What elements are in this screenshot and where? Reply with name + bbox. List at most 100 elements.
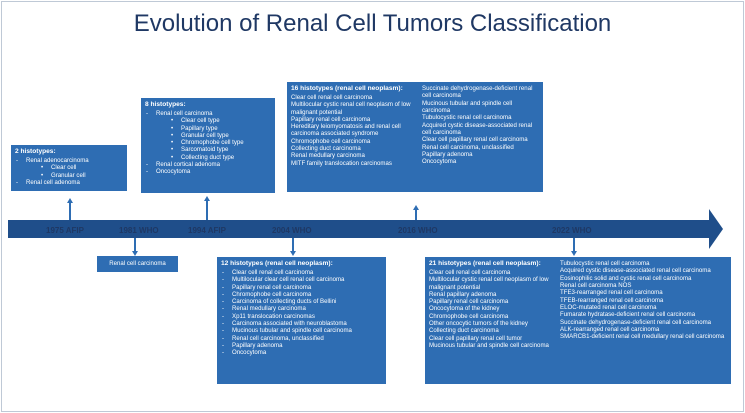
box-2022-item: Oncocytoma of the kidney [429,305,500,313]
box-2016-item: Clear cell renal cell carcinoma [291,93,373,101]
box-1975-item: Granular cell [15,172,123,180]
box-2004-item: Clear cell renal cell carcinoma [221,269,382,277]
box-1975-item: Renal cell adenoma [15,179,123,187]
box-2022-item: TFEB-rearranged renal cell carcinoma [560,296,664,304]
box-2004-item: Renal medullary carcinoma [221,305,382,313]
connector-1975 [69,202,71,220]
box-2016-column-1: 16 histotypes (renal cell neoplasm): Cle… [291,85,416,189]
box-2016-item: Clear cell papillary renal cell carcinom… [422,136,528,144]
timeline-arrowhead [709,209,723,249]
box-1981-text: Renal cell carcinoma [109,260,166,267]
box-1994-item: Collecting duct type [145,154,271,162]
box-2022-column-1: 21 histotypes (renal cell neoplasm): Cle… [429,260,554,381]
connector-2022 [573,238,575,252]
box-2016-item: Tubulocystic renal cell carcinoma [422,114,512,122]
box-2022-item: ELOC-mutated renal cell carcinoma [560,303,657,311]
box-2022-item: Papillary renal cell carcinoma [429,298,509,306]
box-2016-item: Renal cell carcinoma, unclassified [422,143,514,151]
box-1994-item: Papillary type [145,125,271,133]
box-2022-item: Eosinophilic solid and cystic renal cell… [560,274,692,282]
box-1975-item: Clear cell [15,164,123,172]
box-2004-who: 12 histotypes (renal cell neoplasm): Cle… [217,257,386,384]
box-2016-column-2: Succinate dehydrogenase-deficient renal … [422,85,539,189]
box-2016-item: Papillary renal cell carcinoma [291,115,371,123]
box-2022-item: Tubulocystic renal cell carcinoma [560,260,650,267]
box-2004-item: Mucinous tubular and spindle cell carcin… [221,327,382,335]
box-1994-item: Renal cortical adenoma [145,161,271,169]
box-2016-item: Oncocytoma [422,158,457,166]
connector-1981 [134,238,136,252]
box-1994-item: Clear cell type [145,117,271,125]
year-label-1994: 1994 AFIP [188,226,226,235]
box-2022-who: 21 histotypes (renal cell neoplasm): Cle… [425,257,731,384]
box-2022-item: Clear cell papillary renal cell tumor [429,334,523,342]
box-1994-heading: 8 histotypes: [145,101,186,108]
arrow-tip-1994 [204,196,210,201]
arrow-tip-1975 [67,198,73,203]
connector-2016 [415,209,417,220]
year-label-1975: 1975 AFIP [46,226,84,235]
box-1975-item: Renal adenocarcinoma [15,157,123,165]
year-label-2022: 2022 WHO [552,226,592,235]
box-2016-item: Acquired cystic disease-associated renal… [422,121,533,136]
page-title: Evolution of Renal Cell Tumors Classific… [133,10,612,37]
box-2022-item: Other oncocytic tumors of the kidney [429,320,528,328]
box-2016-heading: 16 histotypes (renal cell neoplasm): [291,85,403,92]
box-2022-item: Succinate dehydrogenase-deficient renal … [560,318,712,326]
box-1975-afip: 2 histotypes: Renal adenocarcinoma Clear… [11,145,127,191]
box-2022-heading: 21 histotypes (renal cell neoplasm): [429,260,541,267]
connector-1994 [206,200,208,220]
box-1994-item: Sarcomatoid type [145,146,271,154]
box-1994-item: Renal cell carcinoma [145,110,271,118]
box-1994-item: Oncocytoma [145,168,271,176]
box-2004-item: Carcinoma associated with neuroblastoma [221,320,382,328]
box-2016-who: 16 histotypes (renal cell neoplasm): Cle… [287,82,543,192]
box-2004-item: Papillary renal cell carcinoma [221,284,382,292]
connector-2004 [292,238,294,252]
box-2016-item: Collecting duct carcinoma [291,145,361,153]
box-2004-item: Xp11 translocation carcinomas [221,313,382,321]
box-2022-item: Acquired cystic disease-associated renal… [560,267,711,275]
box-1994-item: Chromophobe cell type [145,139,271,147]
box-2016-item: MITF family translocation carcinomas [291,159,392,167]
box-2022-item: Renal cell carcinoma NOS [560,281,632,289]
arrow-tip-2004 [290,251,296,256]
box-2004-item: Multilocular clear cell renal cell carci… [221,276,382,284]
year-label-2004: 2004 WHO [272,226,312,235]
box-2004-item: Chromophobe cell carcinoma [221,291,382,299]
box-2004-item: Carcinoma of collecting ducts of Bellini [221,298,382,306]
box-2004-item: Papillary adenoma [221,342,382,350]
box-2016-item: Multilocular cystic renal cell neoplasm … [291,101,411,116]
box-2022-item: Multilocular cystic renal cell neoplasm … [429,276,549,291]
box-2016-item: Chromophobe cell carcinoma [291,137,371,145]
box-1994-item: Granular cell type [145,132,271,140]
box-2016-item: Mucinous tubular and spindle cell carcin… [422,99,513,114]
box-2022-item: Fumarate hydratase-deficient renal cell … [560,311,696,319]
box-2022-item: Renal papillary adenoma [429,290,497,298]
box-2022-item: Chromophobe cell carcinoma [429,312,509,320]
year-label-2016: 2016 WHO [398,226,438,235]
year-label-1981: 1981 WHO [119,226,159,235]
box-2016-item: Papillary adenoma [422,150,473,158]
box-2022-item: SMARCB1-deficient renal cell medullary r… [560,333,725,341]
arrow-tip-2016 [413,205,419,210]
timeline-bar [8,220,712,238]
box-2022-column-2: Tubulocystic renal cell carcinoma Acquir… [560,260,727,381]
box-2022-item: Clear cell renal cell carcinoma [429,268,511,276]
arrow-tip-2022 [571,251,577,256]
box-2004-item: Renal cell carcinoma, unclassified [221,335,382,343]
box-2022-item: Collecting duct carcinoma [429,327,499,335]
box-2016-item: Hereditary leiomyomatosis and renal cell… [291,123,401,138]
box-2022-item: ALK-rearranged renal cell carcinoma [560,325,660,333]
box-1981-who: Renal cell carcinoma [97,256,178,272]
box-2022-item: Mucinous tubular and spindle cell carcin… [429,342,549,350]
arrow-tip-1981 [132,251,138,256]
box-2004-heading: 12 histotypes (renal cell neoplasm): [221,260,333,267]
box-1994-afip: 8 histotypes: Renal cell carcinoma Clear… [141,98,275,193]
box-2016-item: Succinate dehydrogenase-deficient renal … [422,85,533,100]
box-1975-heading: 2 histotypes: [15,148,56,155]
box-2016-item: Renal medullary carcinoma [291,152,365,160]
box-2004-item: Oncocytoma [221,349,382,357]
box-2022-item: TFE3-rearranged renal cell carcinoma [560,289,663,297]
